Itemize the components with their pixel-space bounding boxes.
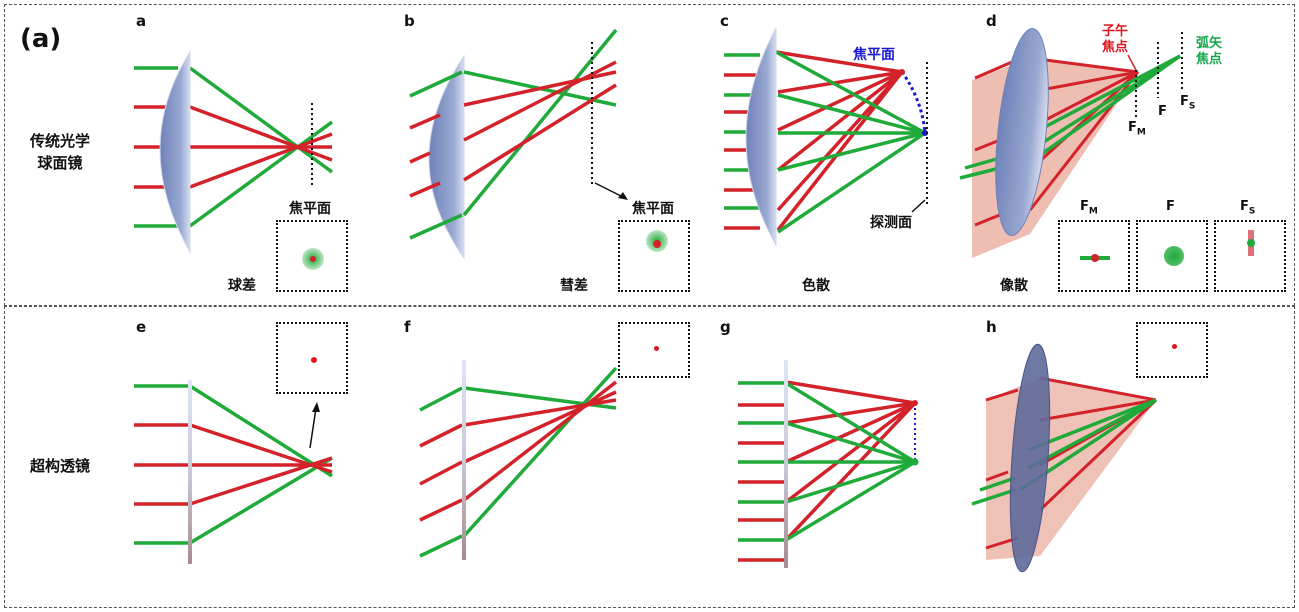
panel-letter-e: e [136,318,147,336]
inset-label-fm: FM [1080,199,1098,217]
panel-letter-a: a [136,12,147,30]
figure-tag: (a) [20,24,62,54]
fs-label: FS [1180,94,1196,112]
focal-plane-label-b: 焦平面 [632,201,674,217]
inset-spot-e [276,322,348,394]
fm-label: FM [1128,120,1146,138]
meridional-focus-label: 子午 焦点 [1102,24,1129,55]
panel-b-diagram [409,28,628,260]
panel-letter-g: g [720,318,731,336]
caption-chromatic: 色散 [802,278,830,294]
panel-f-diagram [419,360,618,560]
panel-letter-c: c [720,12,729,30]
panel-letter-h: h [986,318,997,336]
inset-spot-fs [1214,220,1286,292]
focal-plane-label-a: 焦平面 [289,201,331,217]
inset-spot-h [1136,322,1208,378]
inset-spot-a [276,220,348,292]
panel-g-diagram [738,360,919,568]
panel-c-diagram [724,27,928,247]
panel-letter-d: d [986,12,997,30]
panel-a-diagram [134,50,334,254]
panel-letter-f: f [404,318,411,336]
f-label: F [1158,104,1167,119]
inset-spot-f [1136,220,1208,292]
panel-h-diagram [971,343,1158,573]
inset-spot-fm [1058,220,1130,292]
focal-plane-label-c: 焦平面 [853,47,895,63]
metalens-row-box [4,306,1295,608]
inset-label-f: F [1166,199,1175,214]
panel-letter-b: b [404,12,415,30]
row-label-traditional: 传统光学 球面镜 [30,132,91,172]
panel-e-diagram [134,380,333,564]
traditional-row-box [4,4,1295,306]
caption-spherical-aberration: 球差 [228,278,256,294]
inset-spot-f2 [618,322,690,378]
inset-label-fs: FS [1240,199,1256,217]
caption-astigmatism: 像散 [1000,278,1028,294]
sagittal-focus-label: 弧矢 焦点 [1196,36,1223,67]
panel-d-diagram [959,28,1183,258]
caption-coma: 彗差 [560,278,588,294]
detector-plane-label: 探测面 [870,215,912,231]
inset-spot-b [618,220,690,292]
row-label-metalens: 超构透镜 [30,457,91,475]
